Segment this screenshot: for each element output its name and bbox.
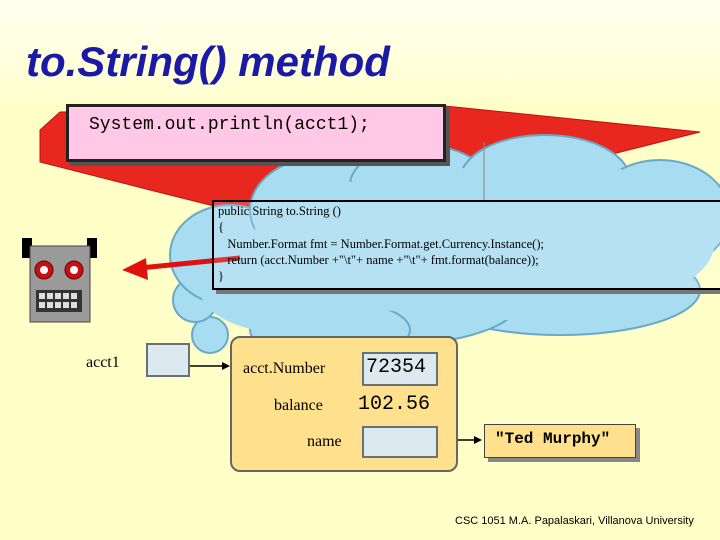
- code-line-4: return (acct.Number +"\t"+ name +"\t"+ f…: [218, 253, 539, 267]
- acct-number-cell: [362, 352, 438, 386]
- code-line-2: {: [218, 220, 224, 234]
- slide-title: to.String() method: [26, 38, 390, 85]
- println-box: System.out.println(acct1);: [66, 104, 446, 162]
- println-call-text: System.out.println(acct1);: [89, 115, 370, 135]
- balance-label: balance: [274, 397, 323, 414]
- code-line-3: Number.Format fmt = Number.Format.get.Cu…: [218, 237, 544, 251]
- arrow-left-icon: [122, 255, 241, 280]
- acct-number-value: 72354: [366, 356, 427, 379]
- thought-cloud-fill: [200, 160, 715, 335]
- title-band: [0, 0, 720, 100]
- string-object: "Ted Murphy": [484, 424, 636, 458]
- robot-icon: [22, 238, 97, 323]
- name-label: name: [307, 433, 342, 450]
- acct-number-label: acct.Number: [243, 360, 326, 377]
- acct1-reference-cell: [146, 343, 190, 377]
- tostring-code-box: public String to.String () { Number.Form…: [212, 200, 720, 290]
- code-line-1: public String to.String (): [218, 204, 341, 218]
- footer-credit: CSC 1051 M.A. Papalaskari, Villanova Uni…: [455, 515, 694, 527]
- code-line-5: }: [218, 269, 224, 283]
- balance-value: 102.56: [358, 393, 431, 416]
- string-value: "Ted Murphy": [495, 430, 611, 448]
- name-reference-cell: [362, 426, 438, 458]
- acct1-label: acct1: [86, 354, 120, 371]
